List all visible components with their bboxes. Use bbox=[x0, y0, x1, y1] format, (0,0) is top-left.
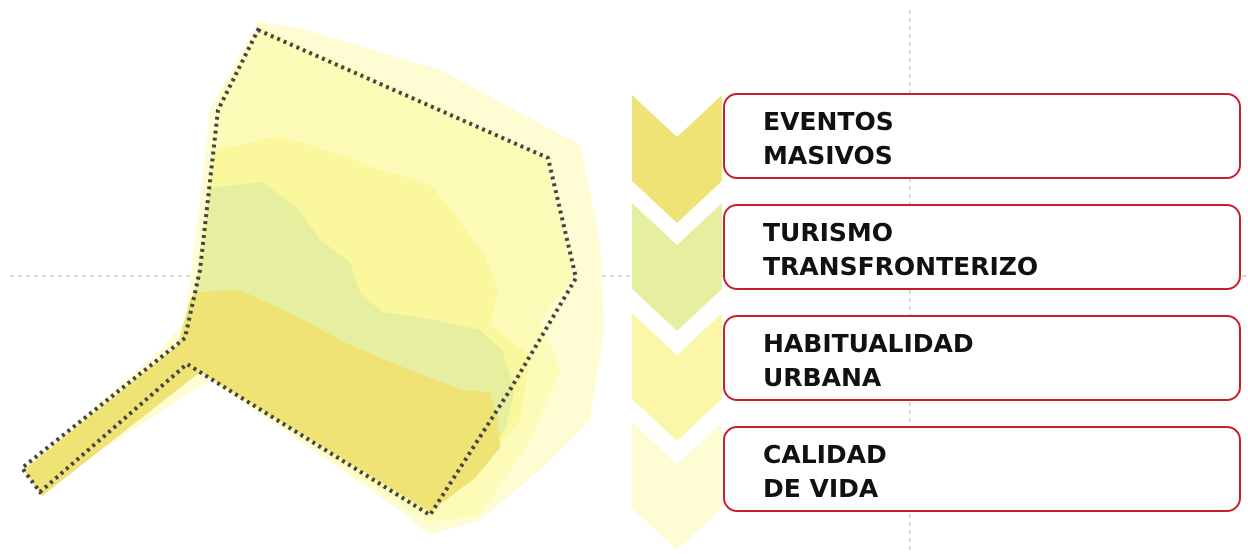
chevron-calidad bbox=[632, 422, 722, 550]
stage-label-habitualidad: HABITUALIDAD URBANA bbox=[763, 329, 974, 392]
stage-label-turismo: TURISMO TRANSFRONTERIZO bbox=[763, 218, 1039, 281]
zone-map bbox=[19, 22, 604, 535]
stage-box-habitualidad: HABITUALIDAD URBANA bbox=[723, 315, 1241, 401]
chevron-turismo bbox=[632, 203, 722, 331]
stage-box-calidad: CALIDAD DE VIDA bbox=[723, 426, 1241, 512]
stage-box-eventos: EVENTOS MASIVOS bbox=[723, 93, 1241, 179]
stage-label-calidad: CALIDAD DE VIDA bbox=[763, 440, 887, 503]
zone-gold bbox=[24, 290, 500, 512]
stage-label-eventos: EVENTOS MASIVOS bbox=[763, 107, 894, 170]
chevron-habitualidad bbox=[632, 313, 722, 441]
stage-box-turismo: TURISMO TRANSFRONTERIZO bbox=[723, 204, 1241, 290]
district-boundary bbox=[19, 27, 579, 518]
chevron-eventos bbox=[632, 95, 722, 223]
